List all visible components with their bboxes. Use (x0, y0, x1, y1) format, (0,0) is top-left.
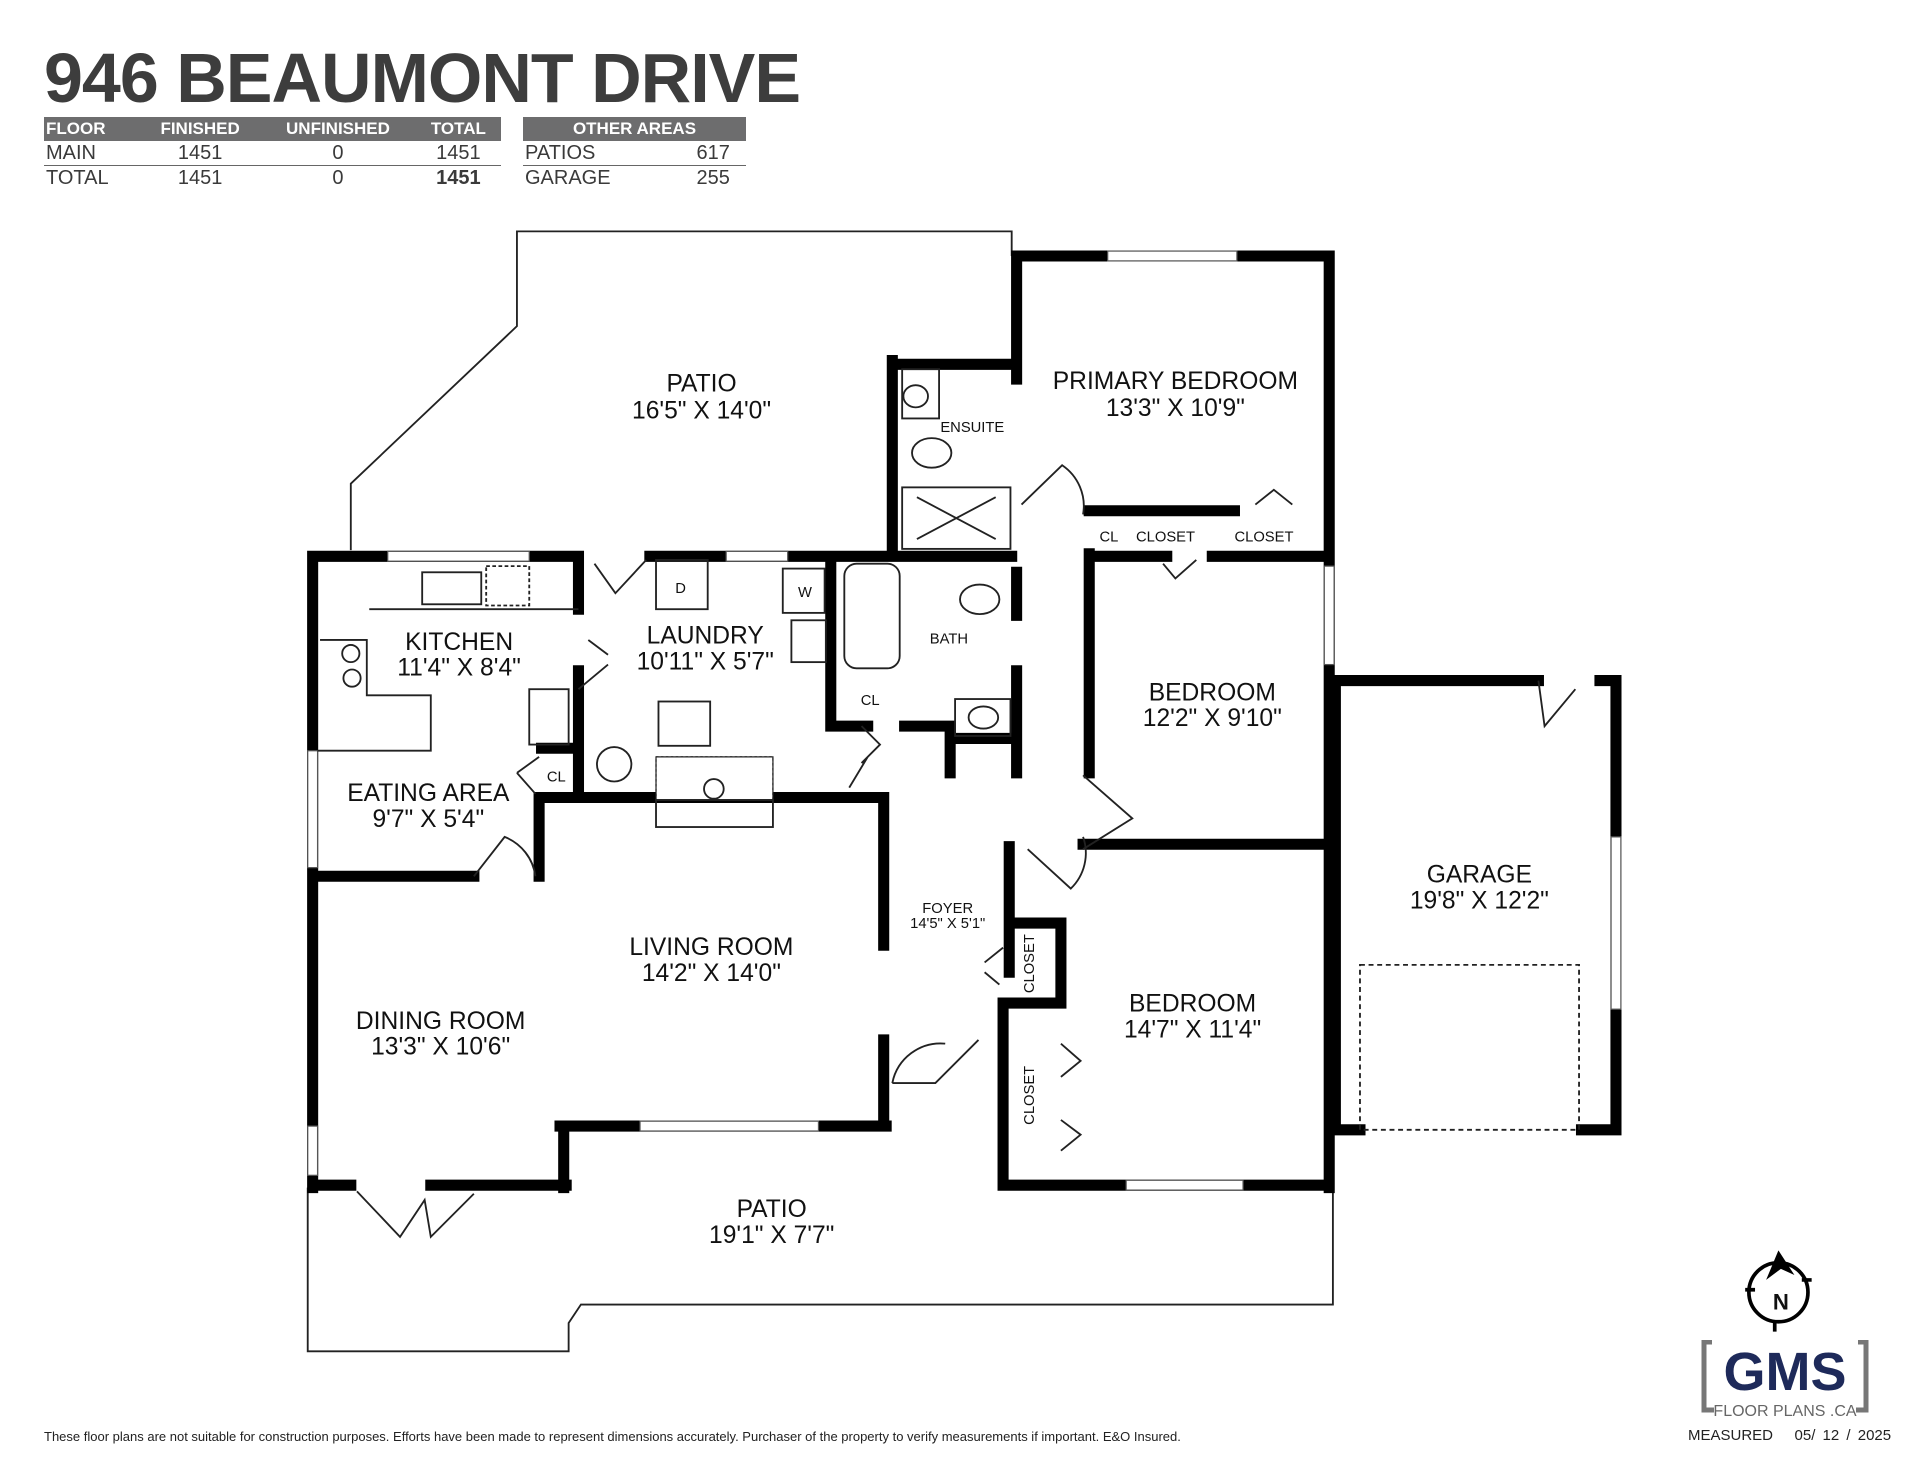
room-name-foyer: FOYER (922, 901, 973, 917)
window (639, 1120, 820, 1132)
room-dim-patio: 16'5" X 14'0" (632, 397, 771, 424)
room-name-closet: CLOSET (1022, 1066, 1038, 1125)
room-name-laundry: LAUNDRY (647, 623, 764, 650)
cell: PATIOS (523, 141, 681, 166)
room-dim-bedroom: 12'2" X 9'10" (1143, 705, 1282, 732)
logo-sub-text: FLOOR PLANS .CA (1713, 1403, 1856, 1420)
room-name-bedroom: BEDROOM (1149, 679, 1276, 706)
cell: 1451 (177, 166, 223, 189)
room-dim-patio: 19'1" X 7'7" (709, 1222, 834, 1249)
measured-date-value: 05/ 12 / 2025 (1794, 1427, 1892, 1444)
fixtures (317, 368, 1012, 828)
room-name-closet: CLOSET (1022, 934, 1038, 993)
patio-outline-top (349, 230, 1013, 551)
logo-main-text: GMS (1723, 1342, 1846, 1402)
room-name-cl: CL (1099, 530, 1118, 546)
col-unfinished: UNFINISHED (260, 117, 416, 141)
cell: 1451 (140, 141, 261, 166)
room-name-garage: GARAGE (1427, 861, 1532, 888)
window (307, 1125, 319, 1176)
window (1323, 565, 1335, 666)
window (1125, 1179, 1244, 1191)
cell: 1451 (436, 166, 481, 189)
cell: 617 (680, 141, 746, 166)
cell: GARAGE (525, 166, 611, 189)
room-name-bedroom: BEDROOM (1129, 991, 1256, 1018)
window (1610, 836, 1622, 1010)
room-name-dining-room: DINING ROOM (356, 1008, 526, 1035)
room-name-primary-bedroom: PRIMARY BEDROOM (1053, 368, 1298, 395)
cell: 0 (260, 141, 416, 166)
measured-label: MEASURED (1688, 1427, 1774, 1444)
room-name-closet: CLOSET (1136, 530, 1195, 546)
room-dim-kitchen: 11'4" X 8'4" (397, 655, 521, 682)
property-title: 946 BEAUMONT DRIVE (44, 39, 801, 117)
cell: 1451 (415, 141, 501, 166)
window (387, 550, 530, 562)
room-name-cl: CL (861, 693, 880, 709)
cell: 0 (332, 166, 344, 189)
washer-label: W (798, 585, 812, 601)
compass-label: N (1773, 1289, 1789, 1314)
other-areas-header: OTHER AREAS (523, 117, 746, 141)
table-row: GARAGE 255 (523, 166, 746, 191)
gms-logo: GMS FLOOR PLANS .CA (1700, 1339, 1870, 1420)
room-name-patio: PATIO (737, 1196, 807, 1223)
doors (356, 464, 1577, 1239)
window (307, 750, 319, 869)
room-dim-bedroom: 14'7" X 11'4" (1124, 1016, 1261, 1043)
measured-date: MEASURED 05/ 12 / 2025 (1688, 1427, 1891, 1444)
dryer-label: D (675, 581, 686, 597)
cell: TOTAL (46, 166, 109, 189)
cell: 255 (696, 166, 730, 189)
patio-outline-bottom (306, 1187, 1334, 1353)
room-name-closet: CLOSET (1234, 530, 1293, 546)
garage-door (1359, 963, 1580, 1131)
table-row: TOTAL 1451 0 1451 (44, 166, 501, 191)
room-dim-garage: 19'8" X 12'2" (1410, 887, 1549, 914)
room-dim-dining-room: 13'3" X 10'6" (371, 1034, 510, 1061)
room-name-patio: PATIO (666, 370, 736, 397)
room-dim-foyer: 14'5" X 5'1" (910, 916, 985, 932)
cell: MAIN (44, 141, 141, 166)
disclaimer: These floor plans are not suitable for c… (44, 1429, 1181, 1444)
room-dim-living-room: 14'2" X 14'0" (642, 960, 781, 987)
room-dim-eating-area: 9'7" X 5'4" (372, 806, 484, 833)
window (725, 550, 789, 562)
col-total: TOTAL (415, 117, 501, 141)
room-dim-primary-bedroom: 13'3" X 10'9" (1106, 395, 1245, 422)
compass-north-icon: N (1745, 1250, 1812, 1332)
col-floor: FLOOR (44, 117, 141, 141)
room-dim-laundry: 10'11" X 5'7" (637, 649, 774, 676)
room-name-ensuite: ENSUITE (940, 420, 1004, 436)
room-name-eating-area: EATING AREA (347, 780, 510, 807)
room-name-bath: BATH (930, 632, 968, 648)
room-name-kitchen: KITCHEN (405, 629, 513, 656)
col-finished: FINISHED (140, 117, 261, 141)
window (1107, 250, 1238, 262)
room-name-living-room: LIVING ROOM (629, 934, 793, 961)
room-name-cl: CL (547, 769, 566, 785)
